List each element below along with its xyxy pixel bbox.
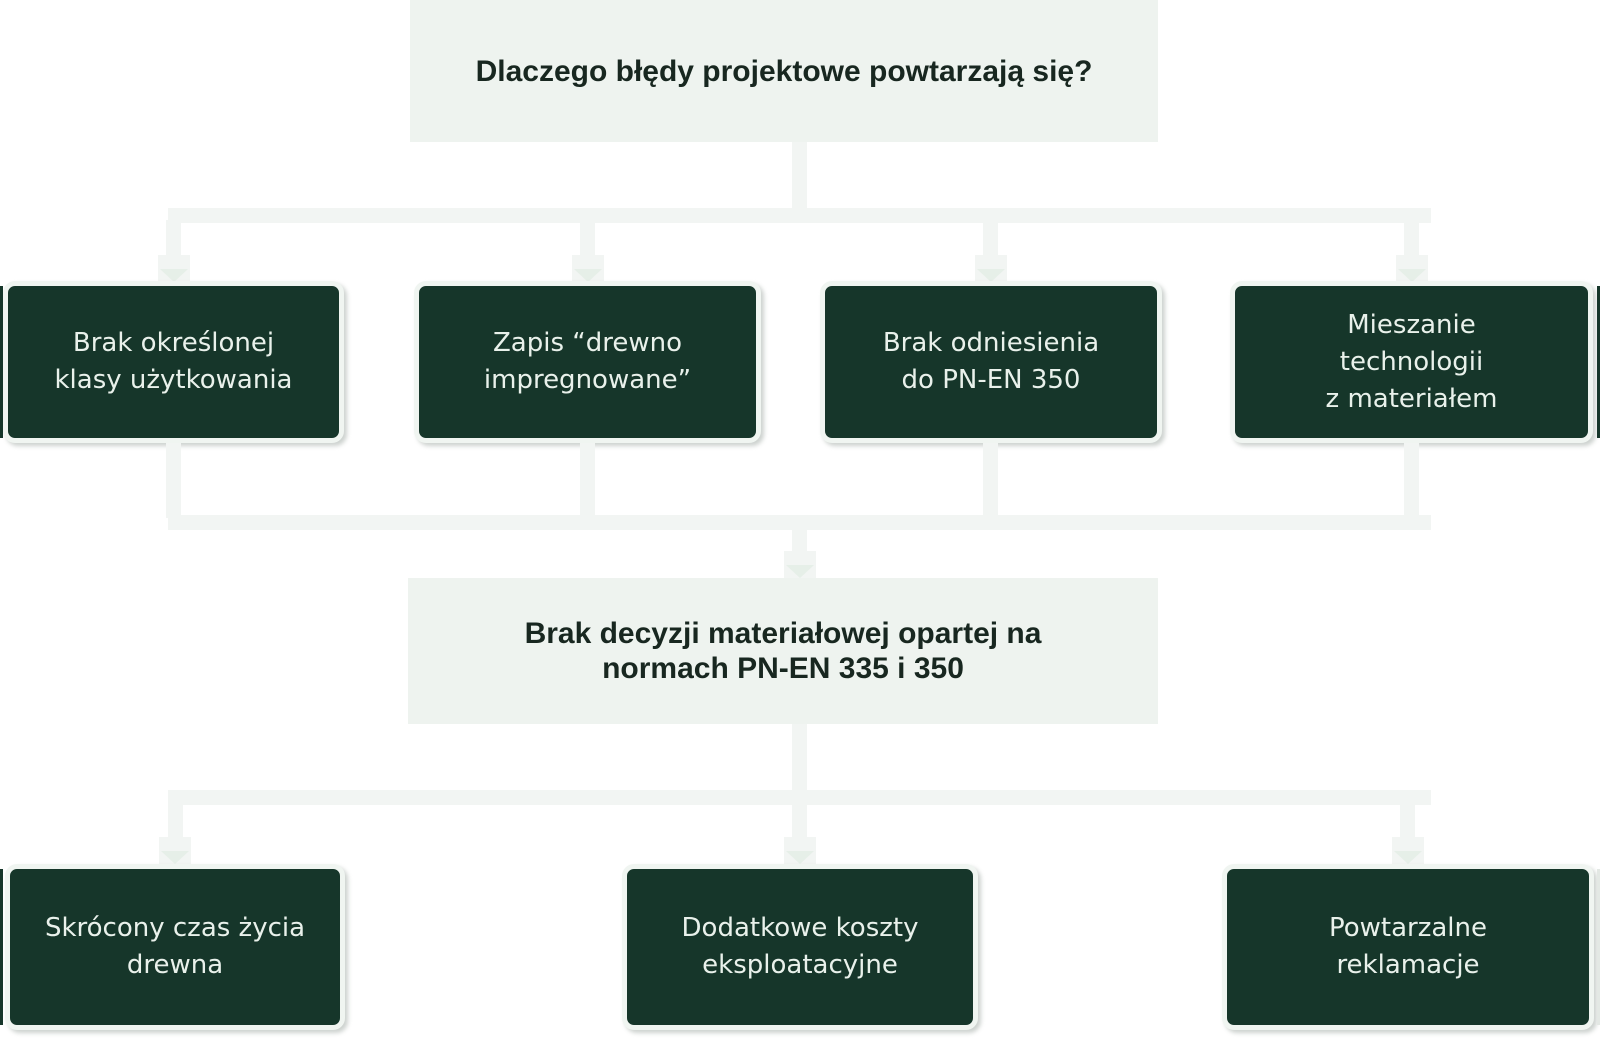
cause-box: Mieszanie technologii z materiałem xyxy=(1230,281,1593,443)
connector-stub-effects xyxy=(792,724,807,792)
arrow-down-icon xyxy=(572,255,604,282)
effect-label: Dodatkowe koszty eksploatacyjne xyxy=(681,913,919,980)
arrow-down-icon xyxy=(1392,837,1424,864)
cause-label: Mieszanie technologii z materiałem xyxy=(1325,309,1498,414)
connector-drop xyxy=(166,220,181,258)
cause-label: Brak określonej klasy użytkowania xyxy=(54,328,293,395)
arrow-down-icon xyxy=(784,837,816,864)
connector-drop xyxy=(580,220,595,258)
effect-box: Powtarzalne reklamacje xyxy=(1222,864,1594,1030)
cause-label: Zapis “drewno impregnowane” xyxy=(483,328,692,395)
arrow-down-icon xyxy=(158,255,190,282)
connector-drop xyxy=(1404,220,1419,258)
cropped-box-sliver xyxy=(1597,869,1600,1025)
effect-label: Powtarzalne reklamacje xyxy=(1328,913,1488,980)
effect-box: Skrócony czas życia drewna xyxy=(5,864,345,1030)
arrow-down-icon xyxy=(975,255,1007,282)
connector-hline-2 xyxy=(168,515,1431,530)
connector-drop xyxy=(580,443,595,518)
root-question-box: Dlaczego błędy projektowe powtarzają się… xyxy=(410,0,1158,142)
cause-box: Brak określonej klasy użytkowania xyxy=(3,281,344,443)
connector-drop xyxy=(1400,802,1415,840)
arrow-down-icon xyxy=(784,551,816,578)
cropped-box-sliver xyxy=(1597,286,1600,438)
connector-hline-3 xyxy=(168,790,1431,805)
connector-stub-root xyxy=(792,142,807,215)
cropped-box-sliver xyxy=(0,869,3,1025)
connector-drop xyxy=(166,443,181,518)
central-conclusion-label: Brak decyzji materiałowej opartej na nor… xyxy=(524,617,1042,685)
effect-label: Skrócony czas życia drewna xyxy=(44,913,306,980)
connector-hline-1 xyxy=(168,208,1431,223)
cause-box: Zapis “drewno impregnowane” xyxy=(414,281,761,443)
connector-drop xyxy=(792,802,807,840)
central-conclusion-box: Brak decyzji materiałowej opartej na nor… xyxy=(408,578,1158,724)
connector-drop xyxy=(983,220,998,258)
cropped-box-sliver xyxy=(0,286,3,438)
connector-drop xyxy=(983,443,998,518)
effect-box: Dodatkowe koszty eksploatacyjne xyxy=(622,864,978,1030)
arrow-down-icon xyxy=(1396,255,1428,282)
connector-drop xyxy=(1404,443,1419,518)
root-question-label: Dlaczego błędy projektowe powtarzają się… xyxy=(475,54,1093,88)
connector-drop xyxy=(168,802,183,840)
cause-box: Brak odniesienia do PN-EN 350 xyxy=(820,281,1162,443)
connector-stub-central xyxy=(792,527,807,555)
arrow-down-icon xyxy=(159,837,191,864)
cause-label: Brak odniesienia do PN-EN 350 xyxy=(882,328,1100,395)
